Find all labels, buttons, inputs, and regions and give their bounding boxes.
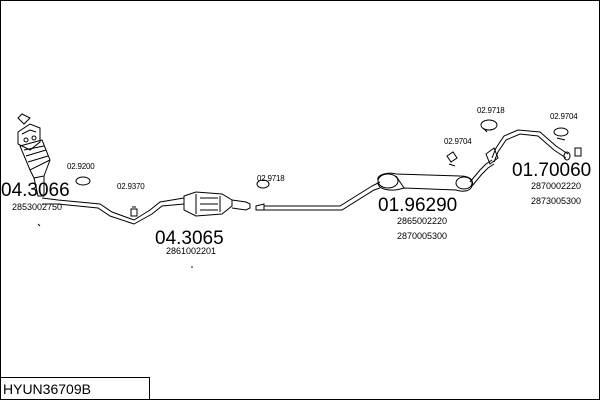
clamp-9370-icon bbox=[130, 206, 138, 217]
middle-silencer-icon bbox=[377, 172, 473, 192]
front-catalytic-converter-icon bbox=[17, 113, 51, 197]
diagram-code: HYUN36709B bbox=[3, 381, 91, 397]
part-number-cat-middle: 04.3065 bbox=[155, 228, 224, 249]
middle-catalytic-converter-icon bbox=[183, 191, 251, 217]
ref-number-silencer-rear-1: 2870002220 bbox=[531, 181, 582, 191]
diagram-code-box: HYUN36709B bbox=[0, 377, 150, 399]
part-number-clamp-9718-a: 02.9718 bbox=[257, 174, 285, 183]
ref-number-cat-front: 2853002750 bbox=[12, 202, 63, 212]
clamp-9704-b-icon bbox=[553, 127, 582, 157]
ref-number-silencer-rear-2: 2873005300 bbox=[531, 196, 582, 206]
part-number-clamp-9704-b: 02.9704 bbox=[550, 112, 578, 121]
part-number-clamp-9200: 02.9200 bbox=[67, 162, 95, 171]
part-number-cat-front: 04.3066 bbox=[1, 180, 70, 201]
ref-number-silencer-middle-2: 2870005300 bbox=[397, 231, 448, 241]
part-number-silencer-rear: 01.70060 bbox=[512, 160, 592, 181]
clamp-9718-b-icon bbox=[480, 119, 498, 133]
part-number-clamp-9370: 02.9370 bbox=[117, 182, 145, 191]
ref-number-cat-middle: 2861002201 bbox=[166, 246, 217, 256]
gasket-9200-icon bbox=[75, 176, 91, 186]
part-number-clamp-9704-a: 02.9704 bbox=[444, 137, 472, 146]
part-number-silencer-middle: 01.96290 bbox=[378, 195, 458, 216]
part-number-clamp-9718-b: 02.9718 bbox=[477, 106, 505, 115]
clamp-9704-a-icon bbox=[446, 151, 458, 167]
ref-number-silencer-middle-1: 2865002220 bbox=[397, 216, 448, 226]
rear-silencer-icon bbox=[485, 129, 571, 165]
